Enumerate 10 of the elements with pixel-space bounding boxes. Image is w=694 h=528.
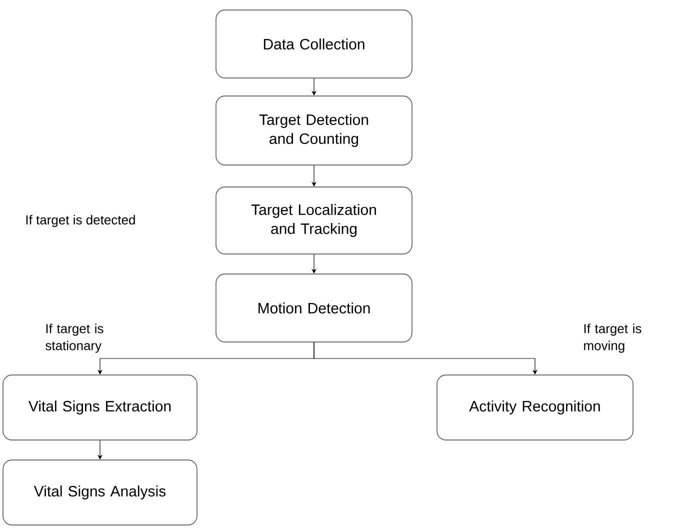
process-box: Activity Recognition: [436, 374, 634, 440]
edge-label: If target is moving: [584, 324, 642, 353]
process-box: Target Detection and Counting: [216, 96, 412, 166]
process-box: Motion Detection: [216, 274, 412, 342]
condition-label: If target is detected: [26, 214, 135, 228]
process-box: Target Localization and Tracking: [216, 186, 412, 254]
edge-label: If target is stationary: [46, 324, 104, 353]
process-box: Data Collection: [216, 10, 412, 78]
process-box: Vital Signs Extraction: [2, 374, 198, 440]
process-box: Vital Signs Analysis: [2, 460, 198, 526]
